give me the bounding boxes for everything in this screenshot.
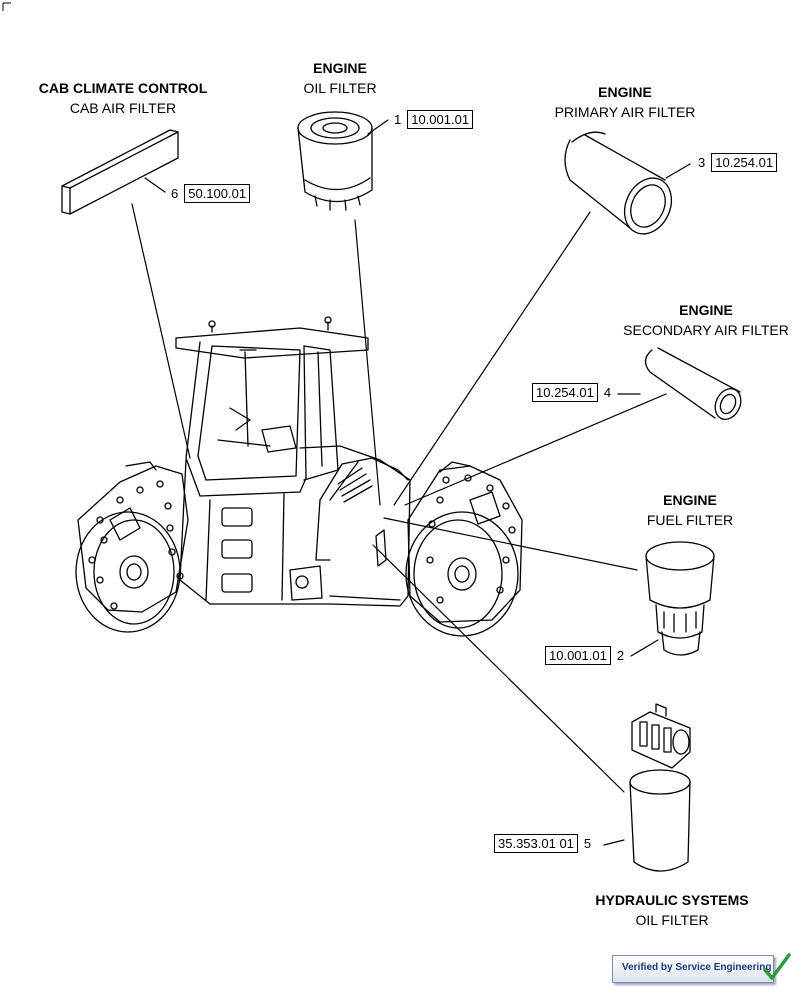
item-number: 1 <box>394 112 402 127</box>
heading-subtitle: FUEL FILTER <box>646 512 734 528</box>
callout-cab-air-filter: 6 50.100.01 <box>165 184 251 203</box>
heading-title: ENGINE <box>679 302 733 318</box>
item-number: 4 <box>603 385 612 400</box>
heading-engine-oil-filter: ENGINE OIL FILTER <box>280 58 400 98</box>
heading-title: ENGINE <box>598 84 652 100</box>
heading-subtitle: PRIMARY AIR FILTER <box>554 104 696 120</box>
heading-engine-secondary-air-filter: ENGINE SECONDARY AIR FILTER <box>616 300 796 340</box>
heading-cab-air-filter: CAB CLIMATE CONTROL CAB AIR FILTER <box>28 78 218 118</box>
heading-engine-fuel-filter: ENGINE FUEL FILTER <box>630 490 750 530</box>
item-number: 3 <box>698 155 706 170</box>
heading-title: ENGINE <box>313 60 367 76</box>
callout-hydraulic-oil-filter: 5 35.353.01 01 <box>494 834 597 853</box>
reference-box[interactable]: 10.254.01 <box>711 153 778 172</box>
reference-box[interactable]: 35.353.01 01 <box>494 834 578 853</box>
engine-fuel-filter-drawing <box>645 541 715 656</box>
heading-title: ENGINE <box>663 492 717 508</box>
reference-box[interactable]: 10.001.01 <box>407 110 474 129</box>
callout-engine-oil-filter: 1 10.001.01 <box>388 110 474 129</box>
heading-title: CAB CLIMATE CONTROL <box>38 80 208 96</box>
verified-badge: Verified by Service Engineering <box>612 953 791 983</box>
heading-subtitle: SECONDARY AIR FILTER <box>623 322 789 338</box>
callout-engine-secondary-air-filter: 4 10.254.01 <box>532 383 617 402</box>
heading-subtitle: CAB AIR FILTER <box>69 100 177 116</box>
corner-mark <box>2 2 11 11</box>
cab-air-filter-drawing <box>61 129 179 215</box>
verified-badge-text: Verified by Service Engineering <box>622 962 772 973</box>
callout-engine-fuel-filter: 2 10.001.01 <box>545 646 630 665</box>
hydraulic-oil-filter-drawing <box>629 703 691 872</box>
roller-machine-drawing <box>75 316 523 637</box>
heading-engine-primary-air-filter: ENGINE PRIMARY AIR FILTER <box>540 82 710 122</box>
heading-subtitle: OIL FILTER <box>635 912 709 928</box>
engine-secondary-air-filter-drawing <box>644 347 742 421</box>
reference-box[interactable]: 10.254.01 <box>532 383 598 402</box>
engine-primary-air-filter-drawing <box>564 131 673 235</box>
heading-subtitle: OIL FILTER <box>303 80 377 96</box>
item-number: 2 <box>616 648 625 663</box>
engine-oil-filter-drawing <box>297 111 373 211</box>
heading-hydraulic-oil-filter: HYDRAULIC SYSTEMS OIL FILTER <box>582 890 762 930</box>
leader-lines <box>131 119 691 846</box>
checkmark-icon <box>763 953 791 980</box>
callout-engine-primary-air-filter: 3 10.254.01 <box>692 153 778 172</box>
reference-box[interactable]: 10.001.01 <box>545 646 611 665</box>
heading-title: HYDRAULIC SYSTEMS <box>595 892 749 908</box>
reference-box[interactable]: 50.100.01 <box>184 184 251 203</box>
item-number: 5 <box>583 836 592 851</box>
item-number: 6 <box>171 186 179 201</box>
